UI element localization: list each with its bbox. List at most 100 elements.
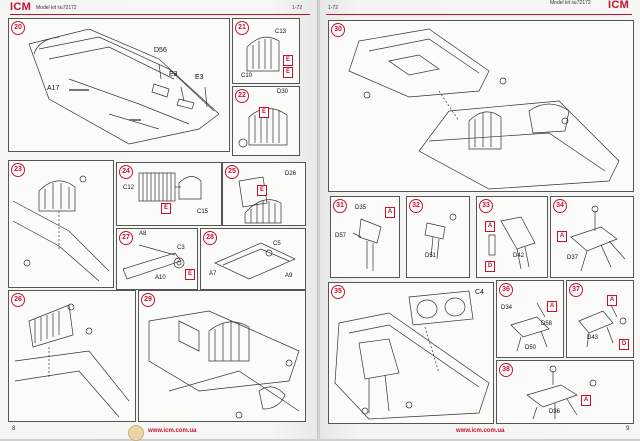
part-label: A9 bbox=[285, 273, 293, 279]
step-36-drawing bbox=[510, 302, 550, 352]
step-20-number: 20 bbox=[11, 21, 25, 35]
part-label: C10 bbox=[241, 73, 253, 79]
step-37-panel: 37 D43 A D bbox=[566, 280, 634, 358]
paint-tag: A bbox=[607, 295, 617, 306]
step-27-number: 27 bbox=[119, 231, 133, 245]
kit-number: Model kit №72172 bbox=[36, 5, 77, 11]
icm-logo: ICM bbox=[608, 0, 630, 11]
paint-tag: E bbox=[283, 55, 293, 66]
step-33-drawing bbox=[488, 216, 536, 270]
step-21-panel: 21 C13 C10 E E bbox=[232, 18, 300, 84]
paint-tag: E bbox=[283, 67, 293, 78]
step-21-drawing bbox=[246, 36, 280, 72]
paint-tag: A bbox=[547, 301, 557, 312]
page-number: 9 bbox=[626, 426, 630, 432]
part-label: E3 bbox=[195, 74, 204, 81]
paint-tag: D bbox=[619, 339, 629, 350]
paint-tag: E bbox=[257, 185, 267, 196]
step-35-number: 35 bbox=[331, 285, 345, 299]
step-37-number: 37 bbox=[569, 283, 583, 297]
step-38-panel: 38 D36 A bbox=[496, 360, 634, 424]
step-24-number: 24 bbox=[119, 165, 133, 179]
step-31-number: 31 bbox=[333, 199, 347, 213]
step-28-number: 28 bbox=[203, 231, 217, 245]
paint-tag: A bbox=[557, 231, 567, 242]
step-30-drawing bbox=[348, 28, 620, 190]
part-label: D43 bbox=[587, 335, 599, 341]
part-label: C3 bbox=[177, 245, 185, 251]
part-label: C15 bbox=[197, 209, 209, 215]
right-page: 1-72 Model kit №72172 ICM 30 bbox=[320, 0, 640, 439]
step-35-panel: 35 C4 bbox=[328, 282, 494, 424]
step-33-panel: 33 D42 A D bbox=[476, 196, 548, 278]
step-22-drawing bbox=[238, 108, 288, 148]
step-26-drawing bbox=[14, 303, 130, 418]
footer-url: www.icm.com.ua bbox=[148, 428, 197, 434]
paint-tag: A bbox=[485, 221, 495, 232]
part-label: A17 bbox=[47, 85, 60, 92]
step-38-drawing bbox=[526, 365, 597, 420]
step-37-drawing bbox=[578, 304, 627, 348]
step-24-panel: 24 C12 C15 E bbox=[116, 162, 222, 226]
step-31-drawing bbox=[352, 218, 382, 271]
part-label: C12 bbox=[123, 185, 135, 191]
step-29-drawing bbox=[148, 310, 300, 419]
step-21-number: 21 bbox=[235, 21, 249, 35]
step-25-panel: 25 D26 E bbox=[222, 162, 306, 226]
step-27-panel: 27 A8 C3 A10 E bbox=[116, 228, 198, 290]
step-29-number: 29 bbox=[141, 293, 155, 307]
page-number: 8 bbox=[12, 426, 16, 432]
icm-logo: ICM bbox=[10, 1, 32, 13]
part-label: D50 bbox=[525, 345, 537, 351]
step-30-panel: 30 bbox=[328, 20, 634, 192]
part-label: D36 bbox=[549, 409, 561, 415]
step-38-number: 38 bbox=[499, 363, 513, 377]
step-34-number: 34 bbox=[553, 199, 567, 213]
part-label: E3 bbox=[169, 71, 178, 78]
part-label: A7 bbox=[209, 271, 217, 277]
step-35-drawing bbox=[334, 290, 490, 420]
page-ref: 1-72 bbox=[292, 5, 303, 11]
paint-tag: D bbox=[485, 261, 495, 272]
step-26-panel: 26 bbox=[8, 290, 136, 422]
part-label: C5 bbox=[273, 241, 281, 247]
page-gutter bbox=[317, 0, 321, 439]
part-label: A10 bbox=[155, 275, 166, 281]
step-32-drawing bbox=[424, 213, 457, 260]
paint-tag: E bbox=[185, 269, 195, 280]
step-24-drawing bbox=[138, 172, 202, 202]
kit-number: Model kit №72172 bbox=[550, 0, 591, 6]
step-31-panel: 31 D35 D57 A bbox=[330, 196, 400, 278]
header-rule bbox=[10, 14, 310, 15]
step-34-drawing bbox=[570, 205, 626, 272]
part-label: D51 bbox=[425, 253, 437, 259]
part-label: D34 bbox=[501, 305, 513, 311]
step-36-panel: 36 D34 D58 D50 A bbox=[496, 280, 564, 358]
step-27-drawing bbox=[122, 244, 185, 280]
step-32-number: 32 bbox=[409, 199, 423, 213]
paint-tag: E bbox=[259, 107, 269, 118]
part-label: C13 bbox=[275, 29, 287, 35]
part-label: D37 bbox=[567, 255, 579, 261]
step-25-number: 25 bbox=[225, 165, 239, 179]
step-22-panel: 22 D30 E bbox=[232, 86, 300, 156]
part-label: D58 bbox=[541, 321, 553, 327]
step-20-drawing bbox=[28, 28, 220, 145]
step-34-panel: 34 D37 A bbox=[550, 196, 634, 278]
part-label: C4 bbox=[475, 289, 484, 296]
part-label: D42 bbox=[513, 253, 525, 259]
step-30-number: 30 bbox=[331, 23, 345, 37]
step-20-panel: 20 D56 E3 E3 A bbox=[8, 18, 230, 152]
paint-tag: E bbox=[161, 203, 171, 214]
paint-tag: A bbox=[581, 395, 591, 406]
header-rule bbox=[326, 14, 632, 15]
footer-url: www.icm.com.ua bbox=[456, 428, 505, 434]
step-23-number: 23 bbox=[11, 163, 25, 177]
step-25-drawing bbox=[238, 176, 282, 224]
part-label: D35 bbox=[355, 205, 367, 211]
left-page: ICM Model kit №72172 1-72 20 bbox=[0, 0, 318, 441]
step-36-number: 36 bbox=[499, 283, 513, 297]
step-28-panel: 28 C5 A7 A9 bbox=[200, 228, 306, 290]
step-23-panel: 23 bbox=[8, 160, 114, 288]
